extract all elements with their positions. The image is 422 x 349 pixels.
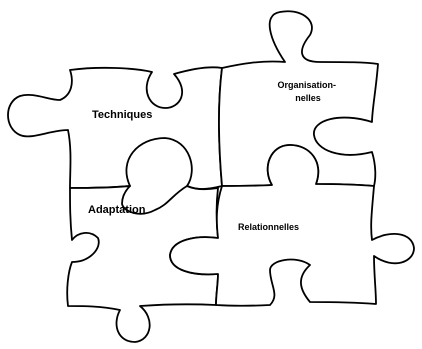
label-techniques: Techniques	[92, 109, 152, 121]
puzzle-piece-techniques	[7, 66, 223, 190]
puzzle-piece-relationnelles	[169, 144, 415, 307]
label-organisationnelles-line-1: Organisation-	[277, 80, 336, 90]
label-organisationnelles-line-2: nelles	[295, 93, 321, 103]
label-relationnelles: Relationnelles	[238, 222, 299, 232]
label-organisationnelles: Organisation- nelles	[277, 80, 338, 103]
label-adaptation: Adaptation	[88, 204, 146, 216]
